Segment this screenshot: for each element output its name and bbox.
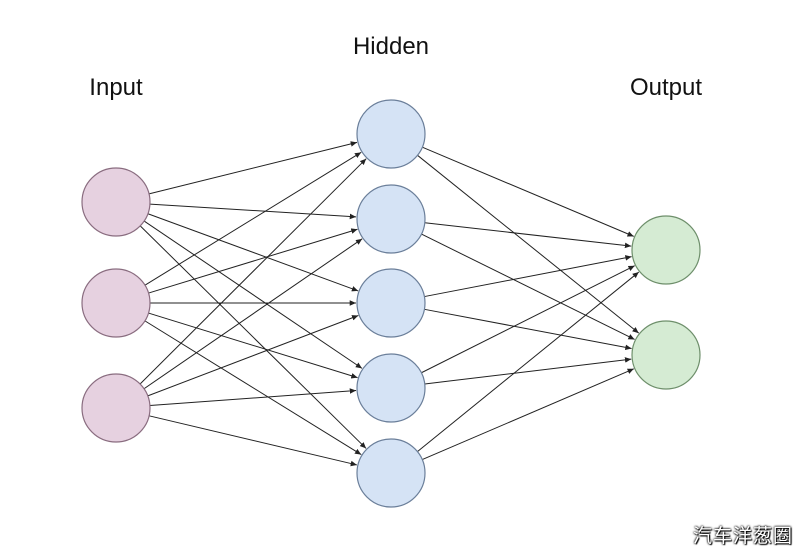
edge-hidden-3-to-output-2 xyxy=(424,308,632,351)
edge-input-3-to-hidden-2 xyxy=(143,238,363,390)
input-layer-label: Input xyxy=(89,74,143,101)
edge-input-3-to-hidden-1 xyxy=(139,158,367,385)
input-node-3 xyxy=(81,373,151,443)
watermark: 汽车洋葱圈 xyxy=(692,525,793,547)
edge-input-1-to-hidden-1 xyxy=(148,141,358,195)
edge-input-2-to-hidden-4 xyxy=(148,312,358,379)
hidden-node-5 xyxy=(356,438,426,508)
edge-hidden-5-to-output-1 xyxy=(417,271,640,452)
edge-input-1-to-hidden-3 xyxy=(147,213,359,292)
edge-hidden-1-to-output-1 xyxy=(422,146,634,237)
edge-input-1-to-hidden-2 xyxy=(149,203,357,220)
hidden-node-2 xyxy=(356,184,426,254)
edge-hidden-1-to-output-2 xyxy=(417,154,640,334)
hidden-node-3 xyxy=(356,268,426,338)
edge-input-1-to-hidden-4 xyxy=(143,220,363,369)
hidden-node-4 xyxy=(356,353,426,423)
edge-hidden-2-to-output-1 xyxy=(424,222,632,249)
hidden-layer-label: Hidden xyxy=(352,33,430,60)
edge-hidden-2-to-output-2 xyxy=(421,233,635,340)
hidden-node-1 xyxy=(356,99,426,169)
edge-input-1-to-hidden-5 xyxy=(139,225,367,449)
edge-input-3-to-hidden-4 xyxy=(149,388,357,407)
edge-hidden-3-to-output-1 xyxy=(424,255,632,298)
edge-hidden-4-to-output-2 xyxy=(424,357,632,385)
input-node-1 xyxy=(81,167,151,237)
neurons xyxy=(81,99,701,508)
edge-hidden-4-to-output-1 xyxy=(421,265,635,374)
edge-input-3-to-hidden-3 xyxy=(147,315,359,397)
output-node-1 xyxy=(631,215,701,285)
edge-hidden-5-to-output-2 xyxy=(422,368,635,461)
edge-input-2-to-hidden-2 xyxy=(148,228,358,294)
output-layer-label: Output xyxy=(629,74,703,101)
connections xyxy=(139,141,640,467)
edge-input-3-to-hidden-5 xyxy=(148,415,358,467)
edge-input-2-to-hidden-1 xyxy=(144,151,362,286)
input-node-2 xyxy=(81,268,151,338)
edge-input-2-to-hidden-5 xyxy=(144,320,362,456)
output-node-2 xyxy=(631,320,701,390)
